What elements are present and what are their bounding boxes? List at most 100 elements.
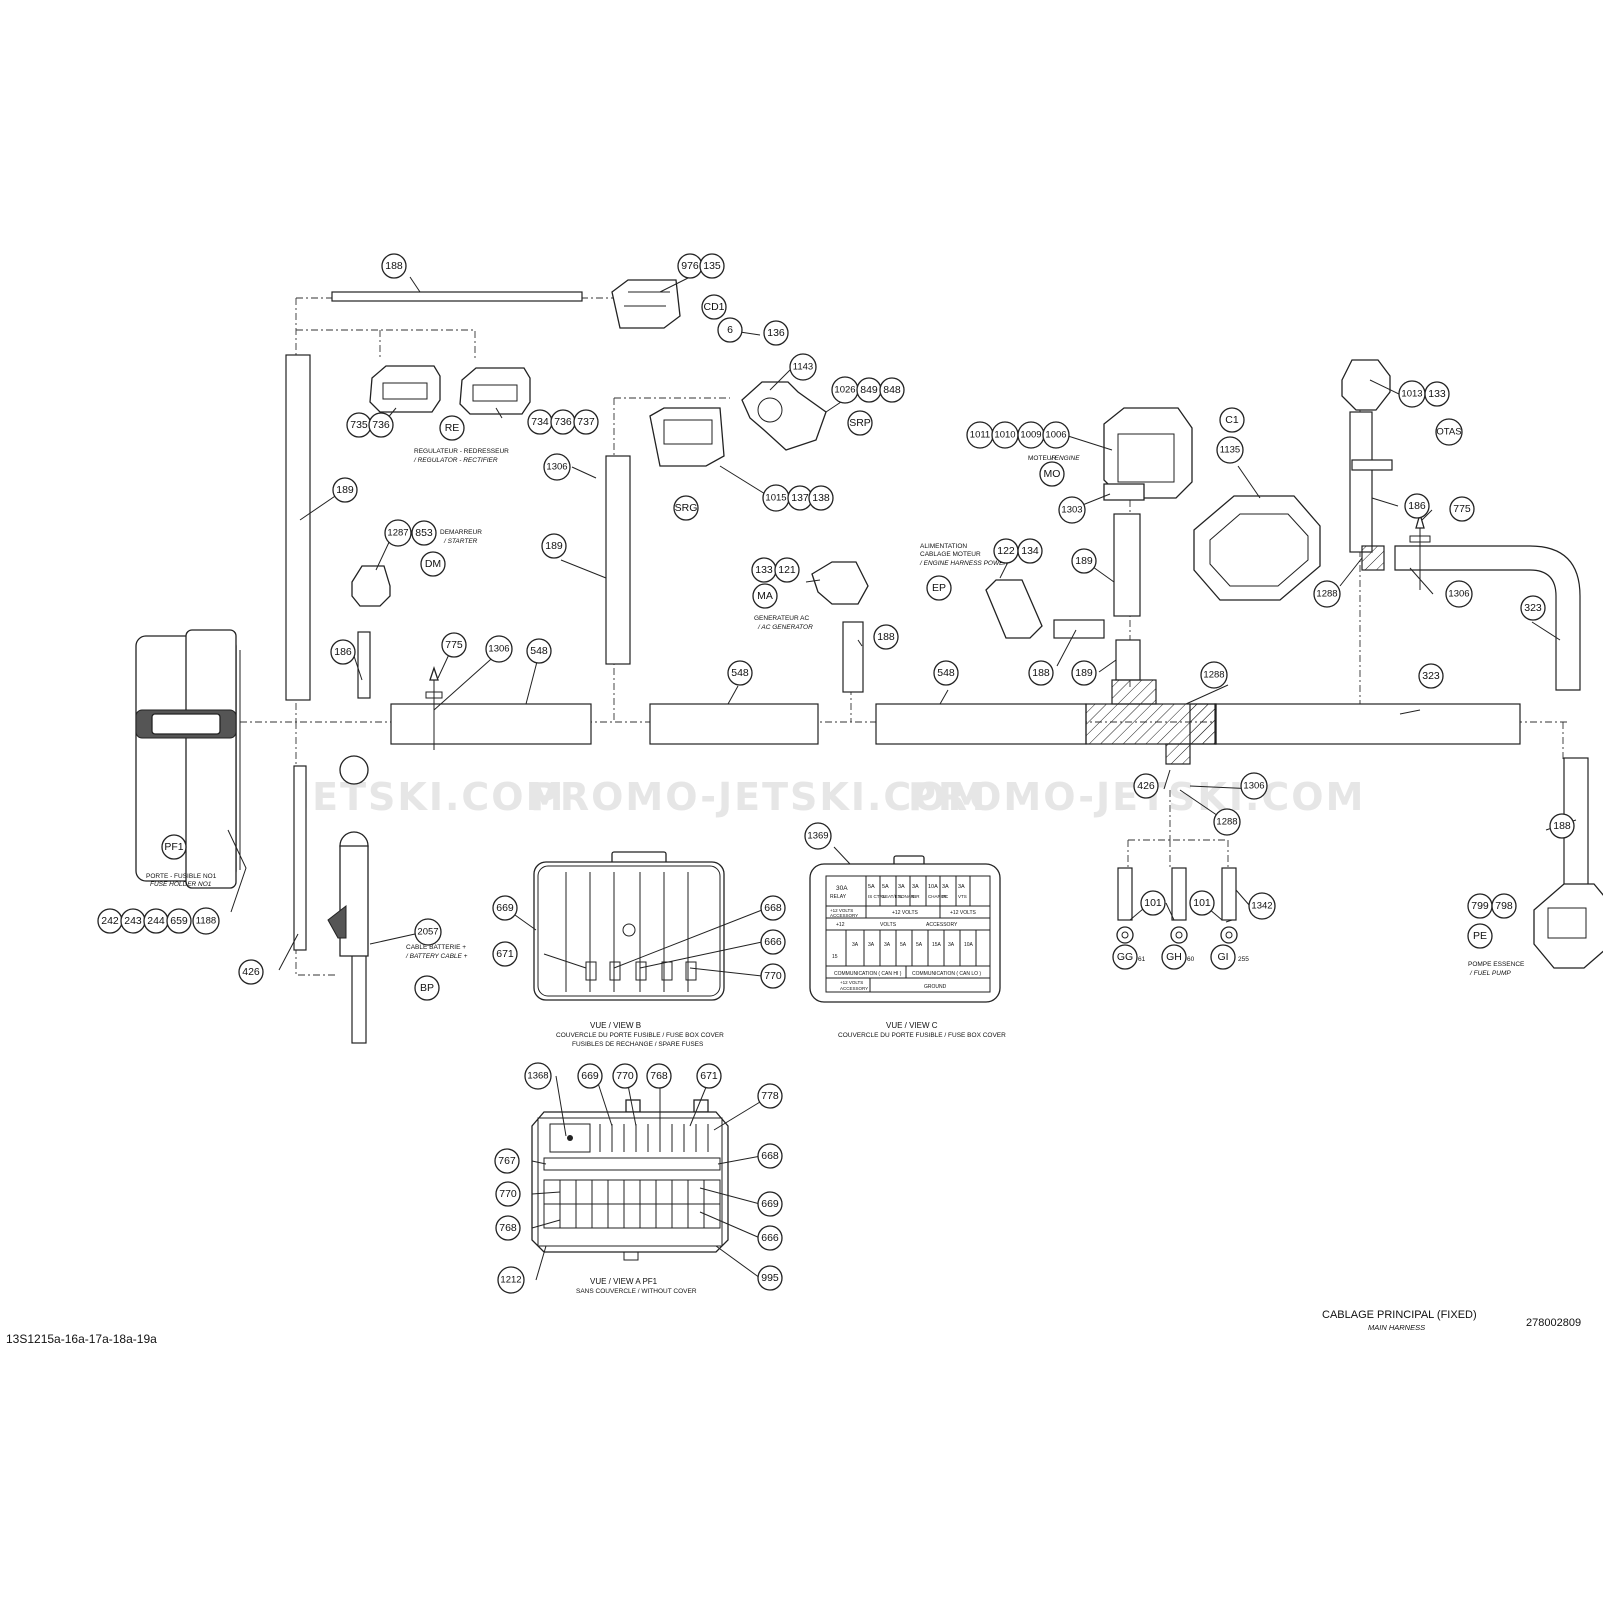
- svg-text:669: 669: [761, 1198, 779, 1210]
- callout-778: 778: [757, 1083, 783, 1109]
- svg-text:736: 736: [554, 416, 572, 428]
- callout-137: 137: [787, 485, 813, 511]
- battery-cable-terminal: [327, 755, 369, 957]
- svg-text:COUVERCLE DU PORTE FUSIBLE / F: COUVERCLE DU PORTE FUSIBLE / FUSE BOX CO…: [838, 1032, 1006, 1039]
- svg-text:GENERATEUR AC: GENERATEUR AC: [754, 615, 809, 622]
- svg-text:133: 133: [1428, 388, 1446, 400]
- callout-ep: EP: [926, 575, 952, 601]
- callout-6: 6: [717, 317, 743, 343]
- view-b-fuse-box-cover: [533, 851, 725, 1001]
- svg-text:PORTE - FUSIBLE NO1: PORTE - FUSIBLE NO1: [146, 873, 217, 880]
- callout-gi: GI: [1210, 944, 1236, 970]
- callout-775a: 775: [441, 632, 467, 658]
- svg-text:426: 426: [242, 966, 260, 978]
- svg-text:323: 323: [1524, 602, 1542, 614]
- svg-text:MO: MO: [1044, 468, 1061, 480]
- svg-text:1013: 1013: [1401, 389, 1422, 400]
- svg-text:1369: 1369: [807, 831, 828, 842]
- svg-text:995: 995: [761, 1272, 779, 1284]
- svg-text:1015: 1015: [765, 493, 786, 504]
- callout-1010: 1010: [991, 421, 1019, 449]
- callout-1303: 1303: [1058, 496, 1086, 524]
- callout-976: 976: [677, 253, 703, 279]
- callout-666a: 666: [760, 929, 786, 955]
- callout-1143: 1143: [789, 353, 817, 381]
- svg-text:426: 426: [1137, 780, 1155, 792]
- svg-text:770: 770: [764, 970, 782, 982]
- document-number: 278002809: [1526, 1317, 1581, 1329]
- callout-548c: 548: [933, 660, 959, 686]
- callout-188d: 188: [1549, 813, 1575, 839]
- callout-1306b: 1306: [485, 635, 513, 663]
- svg-text:669: 669: [496, 902, 514, 914]
- callout-189d: 189: [1071, 660, 1097, 686]
- svg-text:FUSIBLES DE RECHANGE / SPARE F: FUSIBLES DE RECHANGE / SPARE FUSES: [572, 1041, 704, 1048]
- callout-242: 242: [97, 908, 123, 934]
- callout-1287: 1287: [384, 519, 412, 547]
- svg-text:5A: 5A: [900, 942, 907, 948]
- svg-text:668: 668: [764, 902, 782, 914]
- svg-text:SRP: SRP: [849, 417, 871, 429]
- fuse-holder-pf1: [135, 629, 241, 889]
- svg-text:/ ENGINE HARNESS POWER: / ENGINE HARNESS POWER: [919, 560, 1008, 567]
- svg-text:188: 188: [877, 631, 895, 643]
- connector-1135: [1193, 495, 1321, 601]
- hatched-junctions: [1085, 545, 1385, 765]
- callout-gh: GH: [1161, 944, 1187, 970]
- svg-text:798: 798: [1495, 900, 1513, 912]
- svg-text:136: 136: [767, 327, 785, 339]
- callout-189b: 189: [541, 533, 567, 559]
- wire-sleeves: [285, 291, 1589, 1044]
- svg-text:778: 778: [761, 1090, 779, 1102]
- callout-548b: 548: [727, 660, 753, 686]
- svg-text:/ STARTER: / STARTER: [443, 538, 478, 545]
- callout-1288c: 1288: [1213, 808, 1241, 836]
- callout-548a: 548: [526, 638, 552, 664]
- callout-849: 849: [856, 377, 882, 403]
- callout-1015: 1015: [762, 484, 790, 512]
- callout-134: 134: [1017, 538, 1043, 564]
- callout-bp: BP: [414, 975, 440, 1001]
- svg-text:SEAT/ETL: SEAT/ETL: [882, 894, 903, 899]
- callout-671a: 671: [492, 941, 518, 967]
- svg-text:976: 976: [681, 260, 699, 272]
- callout-798: 798: [1491, 893, 1517, 919]
- svg-text:15A: 15A: [932, 942, 942, 948]
- svg-text:188: 188: [385, 260, 403, 272]
- connector-srg: [649, 407, 725, 467]
- svg-text:1010: 1010: [994, 430, 1015, 441]
- callout-775b: 775: [1449, 496, 1475, 522]
- svg-text:1026: 1026: [834, 385, 855, 396]
- svg-text:EP: EP: [932, 582, 946, 594]
- callout-768b: 768: [495, 1215, 521, 1241]
- fuel-pump-connector: [1533, 883, 1603, 969]
- callout-799: 799: [1467, 893, 1493, 919]
- svg-text:DEMARREUR: DEMARREUR: [440, 529, 482, 536]
- svg-text:133: 133: [755, 564, 773, 576]
- callout-re: RE: [439, 415, 465, 441]
- svg-text:VUE / VIEW A PF1: VUE / VIEW A PF1: [590, 1277, 658, 1286]
- callout-188a: 188: [381, 253, 407, 279]
- svg-text:1212: 1212: [500, 1275, 521, 1286]
- svg-text:+12 VOLTS: +12 VOLTS: [840, 980, 863, 985]
- callout-srg: SRG: [673, 495, 699, 521]
- svg-text:1143: 1143: [793, 362, 813, 373]
- svg-text:3A: 3A: [868, 942, 875, 948]
- svg-text:3A: 3A: [942, 884, 949, 890]
- svg-text:3A: 3A: [852, 942, 859, 948]
- callout-101b: 101: [1189, 890, 1215, 916]
- callout-426b: 426: [238, 959, 264, 985]
- svg-text:3A: 3A: [912, 884, 919, 890]
- callout-767: 767: [494, 1148, 520, 1174]
- svg-text:3A: 3A: [898, 884, 905, 890]
- callout-668a: 668: [760, 895, 786, 921]
- svg-text:C1: C1: [1225, 414, 1239, 426]
- svg-text:669: 669: [581, 1070, 599, 1082]
- view-a-fuse-holder: [531, 1099, 729, 1261]
- callout-1369: 1369: [804, 822, 832, 850]
- svg-text:PE: PE: [1473, 930, 1487, 942]
- svg-text:134: 134: [1021, 545, 1039, 557]
- callout-1009: 1009: [1017, 421, 1045, 449]
- callout-426a: 426: [1133, 773, 1159, 799]
